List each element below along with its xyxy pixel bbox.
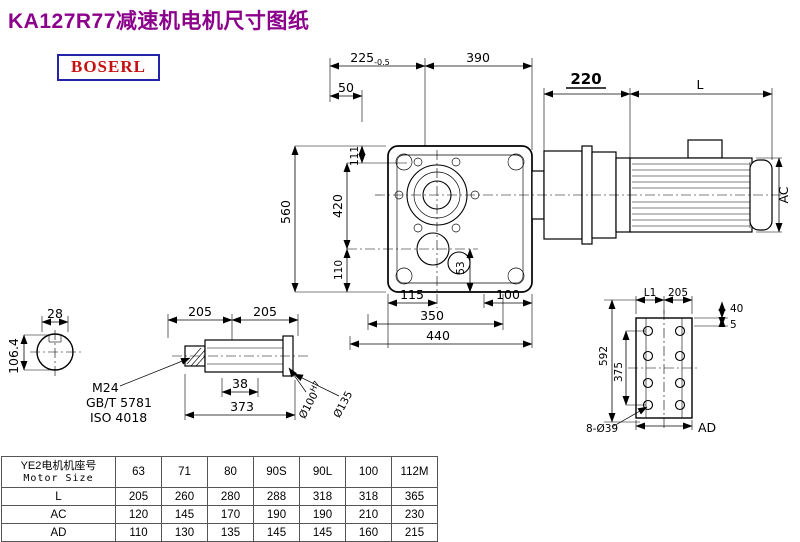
dimension-drawing: 225-0.5 390 50 220 L 560 420 111 110 115… [6,50,791,435]
center-lines [30,150,784,428]
table-header-en: Motor Size [23,473,94,484]
label-ISO-4018: ISO 4018 [90,410,147,425]
dim-350: 350 [420,308,444,323]
dim-38: 38 [232,376,248,391]
cell-AC-90L: 190 [299,505,346,524]
dim-40: 40 [730,303,743,315]
dim-220: 220 [570,70,601,88]
dim-AD: AD [698,420,716,435]
dim-L: L [697,77,704,92]
dim-375: 375 [613,362,625,382]
table-row-L: L 205 260 280 288 318 318 365 [1,487,438,506]
table-header-cn: YE2电机机座号 [20,460,97,472]
dim-390: 390 [466,50,490,65]
cell-AC-112M: 230 [391,505,438,524]
cell-AC-63: 120 [115,505,162,524]
cell-AC-71: 145 [161,505,208,524]
dim-dia100H7: Ø100H7 [295,379,326,420]
label-M24: M24 [92,380,119,395]
dim-111: 111 [349,146,361,166]
dim-205-flange: 205 [668,287,688,299]
label-GB-T-5781: GB/T 5781 [86,395,152,410]
leader-lines [119,357,648,428]
dim-225: 225-0.5 [350,50,389,67]
cell-L-100: 318 [345,487,392,506]
cell-L-90S: 288 [253,487,300,506]
cell-L-90L: 318 [299,487,346,506]
dim-53: 53 [455,261,467,274]
motor-cooling-fins [632,163,750,227]
dim-110: 110 [333,260,345,280]
row-label-AD: AD [1,523,116,542]
cell-AD-90S: 145 [253,523,300,542]
page-title: KA127R77减速机电机尺寸图纸 [8,10,310,33]
cell-AD-90L: 145 [299,523,346,542]
dimension-lines [20,62,783,430]
dim-115: 115 [400,287,424,302]
col-80: 80 [207,456,254,488]
cell-AD-63: 110 [115,523,162,542]
dim-106-4: 106.4 [6,338,21,374]
cell-AD-80: 135 [207,523,254,542]
table-header-row: YE2电机机座号 Motor Size 63 71 80 90S 90L 100… [1,456,438,488]
col-112M: 112M [391,456,438,488]
col-71: 71 [161,456,208,488]
cell-L-63: 205 [115,487,162,506]
row-label-AC: AC [1,505,116,524]
cell-L-80: 280 [207,487,254,506]
cell-AD-100: 160 [345,523,392,542]
col-90L: 90L [299,456,346,488]
dim-100: 100 [496,287,520,302]
cell-L-112M: 365 [391,487,438,506]
dim-560: 560 [278,200,293,224]
table-header-motor-size: YE2电机机座号 Motor Size [1,456,116,488]
table-row-AC: AC 120 145 170 190 190 210 230 [1,505,438,524]
col-100: 100 [345,456,392,488]
dim-28: 28 [47,306,63,321]
dim-205-right: 205 [253,304,277,319]
dim-205-left: 205 [188,304,212,319]
cell-L-71: 260 [161,487,208,506]
cell-AC-100: 210 [345,505,392,524]
motor-side-view [531,139,773,245]
cell-AD-112M: 215 [391,523,438,542]
dim-592: 592 [598,346,610,366]
cell-AC-80: 170 [207,505,254,524]
cell-AC-90S: 190 [253,505,300,524]
dim-AC: AC [776,186,791,203]
dim-50: 50 [338,80,354,95]
dim-420: 420 [330,194,345,218]
row-label-L: L [1,487,116,506]
cell-AD-71: 130 [161,523,208,542]
label-8-dia39: 8-Ø39 [586,423,618,435]
motor-size-table: YE2电机机座号 Motor Size 63 71 80 90S 90L 100… [1,456,438,542]
dim-5: 5 [730,319,737,331]
col-90S: 90S [253,456,300,488]
boserl-logo: BOSERL [57,54,160,81]
table-row-AD: AD 110 130 135 145 145 160 215 [1,523,438,542]
dim-440: 440 [426,328,450,343]
dim-L1: L1 [644,287,657,299]
dim-373: 373 [230,399,254,414]
col-63: 63 [115,456,162,488]
gearbox-front-view [387,145,533,293]
